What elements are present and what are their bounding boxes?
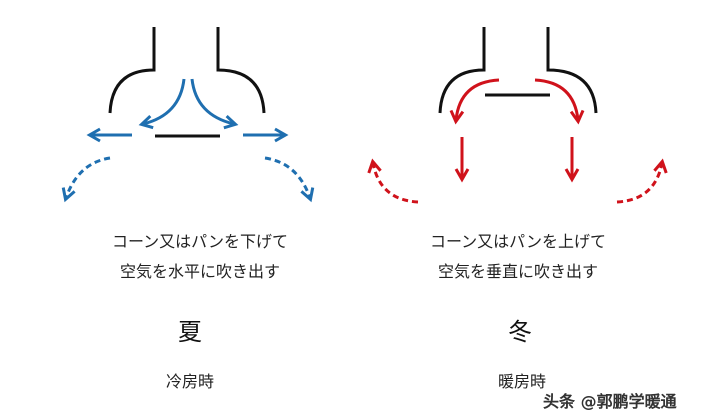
summer-season-label: 夏 xyxy=(178,318,202,346)
winter-season-label: 冬 xyxy=(508,318,532,346)
summer-diffuser xyxy=(61,27,315,203)
winter-duct xyxy=(438,27,598,114)
summer-airflow-arrows xyxy=(61,78,315,203)
summer-curved-arrow-left-icon xyxy=(138,78,186,130)
summer-description-line1: コーン又はパンを下げて xyxy=(111,232,288,251)
winter-dashed-arrow-right-icon xyxy=(616,158,668,204)
winter-airflow-arrows xyxy=(367,78,668,204)
summer-curved-arrow-right-icon xyxy=(190,78,239,130)
summer-mode-label: 冷房時 xyxy=(165,372,214,391)
winter-dashed-arrow-left-icon xyxy=(367,158,419,204)
winter-description-line2: 空気を垂直に吹き出す xyxy=(437,262,598,281)
summer-dashed-arrow-right-icon xyxy=(264,156,315,203)
winter-diffuser xyxy=(367,27,668,204)
winter-description-line1: コーン又はパンを上げて xyxy=(429,232,606,251)
summer-description-line2: 空気を水平に吹き出す xyxy=(119,262,280,281)
winter-curved-arrow-left-icon xyxy=(449,78,500,125)
winter-curved-arrow-right-icon xyxy=(534,78,585,125)
summer-duct xyxy=(108,27,266,138)
watermark: 头条 @郭鹏学暖通 xyxy=(543,392,677,411)
winter-mode-label: 暖房時 xyxy=(497,372,546,391)
summer-dashed-arrow-left-icon xyxy=(61,156,111,203)
